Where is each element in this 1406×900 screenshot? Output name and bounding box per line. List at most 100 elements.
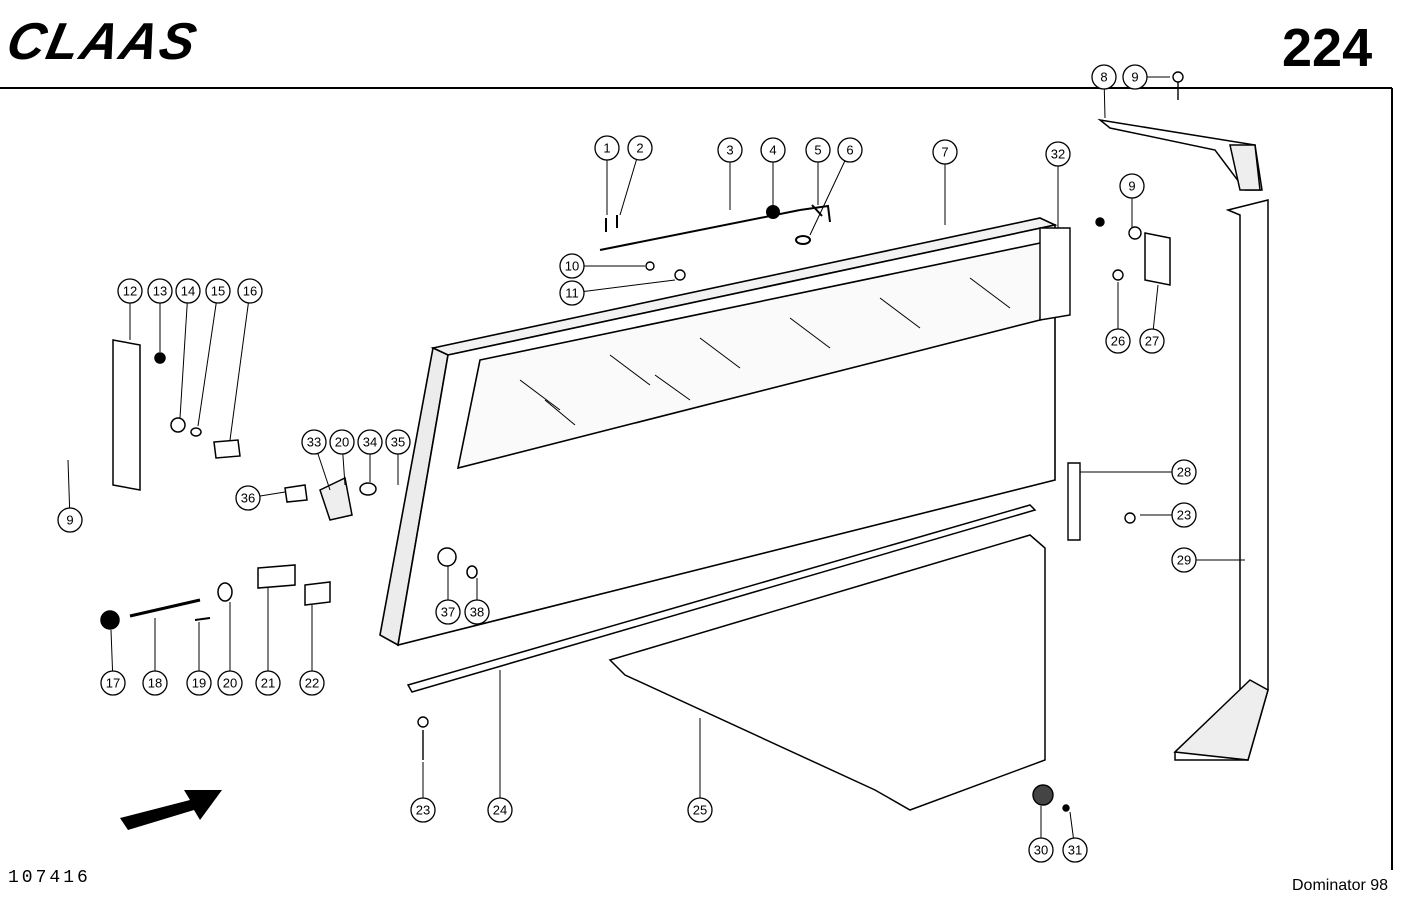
callout-3: 3: [717, 137, 743, 163]
callout-number: 28: [1177, 465, 1191, 480]
callout-number: 32: [1051, 147, 1065, 162]
bracket-27-part: [1144, 232, 1171, 286]
callout-circle: [205, 278, 231, 304]
callout-30: 30: [1028, 837, 1054, 863]
callout-number: 15: [211, 284, 225, 299]
callout-number: 10: [565, 259, 579, 274]
callout-18: 18: [142, 670, 168, 696]
callout-10: 10: [559, 253, 585, 279]
callout-16: 16: [237, 278, 263, 304]
direction-arrow-icon: [120, 790, 222, 830]
callout-13: 13: [147, 278, 173, 304]
callout-17: 17: [100, 670, 126, 696]
callout-number: 31: [1068, 843, 1082, 858]
strip-28-part: [1067, 462, 1081, 541]
callout-25: 25: [687, 797, 713, 823]
callout-circle: [410, 797, 436, 823]
callout-number: 11: [565, 286, 579, 301]
callout-circle: [1171, 459, 1197, 485]
callout-number: 17: [106, 676, 120, 691]
callout-number: 35: [391, 435, 405, 450]
callout-2: 2: [627, 135, 653, 161]
leader-line: [229, 290, 251, 441]
callout-circle: [559, 280, 585, 306]
callout-number: 5: [814, 143, 821, 158]
callout-number: 3: [726, 143, 733, 158]
callout-circle: [385, 429, 411, 455]
callout-circle: [760, 137, 786, 163]
callout-4: 4: [760, 137, 786, 163]
callout-35: 35: [385, 429, 411, 455]
callout-32: 32: [1045, 141, 1071, 167]
callout-5: 5: [805, 137, 831, 163]
callout-8: 8: [1091, 64, 1117, 90]
callout-circle: [1122, 64, 1148, 90]
callout-number: 12: [123, 284, 137, 299]
callout-circle: [175, 278, 201, 304]
callout-circle: [147, 278, 173, 304]
rod-part: [599, 204, 831, 251]
callout-number: 6: [846, 143, 853, 158]
callout-circle: [837, 137, 863, 163]
callout-circle: [627, 135, 653, 161]
callout-36: 36: [235, 485, 261, 511]
callout-38: 38: [464, 599, 490, 625]
callout-number: 34: [363, 435, 377, 450]
callout-23: 23: [1171, 502, 1197, 528]
callout-23: 23: [410, 797, 436, 823]
callout-circle: [594, 135, 620, 161]
callout-number: 18: [148, 676, 162, 691]
callout-number: 33: [307, 435, 321, 450]
callout-37: 37: [435, 599, 461, 625]
callout-circle: [1139, 328, 1165, 354]
callout-circle: [464, 599, 490, 625]
callout-26: 26: [1105, 328, 1131, 354]
callout-circle: [1045, 141, 1071, 167]
callout-circle: [255, 670, 281, 696]
callout-number: 9: [1128, 179, 1135, 194]
callout-20: 20: [217, 670, 243, 696]
callout-number: 7: [941, 145, 948, 160]
bracket-8-part: [1097, 118, 1263, 191]
leader-line: [571, 279, 676, 294]
callout-9: 9: [1122, 64, 1148, 90]
callout-number: 13: [153, 284, 167, 299]
callout-circle: [1091, 64, 1117, 90]
callout-7: 7: [932, 139, 958, 165]
callout-circle: [1062, 837, 1088, 863]
callout-circle: [237, 278, 263, 304]
callout-15: 15: [205, 278, 231, 304]
callout-number: 4: [769, 143, 776, 158]
leader-line: [179, 290, 189, 419]
callout-number: 21: [261, 676, 275, 691]
callout-circle: [1105, 328, 1131, 354]
callout-number: 30: [1034, 843, 1048, 858]
callout-number: 16: [243, 284, 257, 299]
callout-number: 36: [241, 491, 255, 506]
callout-circle: [1028, 837, 1054, 863]
callout-number: 20: [335, 435, 349, 450]
callout-circle: [717, 137, 743, 163]
callout-number: 38: [470, 605, 484, 620]
callout-circle: [142, 670, 168, 696]
glass-strip-part: [1039, 227, 1071, 321]
callout-19: 19: [186, 670, 212, 696]
drawing-number: 107416: [8, 868, 91, 888]
callout-number: 1: [603, 141, 610, 156]
leader-line: [197, 290, 219, 427]
callout-number: 24: [493, 803, 507, 818]
callout-circle: [186, 670, 212, 696]
side-panel-part: [379, 217, 1058, 647]
callout-6: 6: [837, 137, 863, 163]
callout-number: 19: [192, 676, 206, 691]
callout-31: 31: [1062, 837, 1088, 863]
model-label: Dominator 98: [1292, 877, 1389, 894]
callout-circle: [1171, 547, 1197, 573]
callout-12: 12: [117, 278, 143, 304]
callout-number: 20: [223, 676, 237, 691]
callout-circle: [932, 139, 958, 165]
page-frame: [0, 87, 1393, 870]
callout-number: 25: [693, 803, 707, 818]
callout-20: 20: [329, 429, 355, 455]
